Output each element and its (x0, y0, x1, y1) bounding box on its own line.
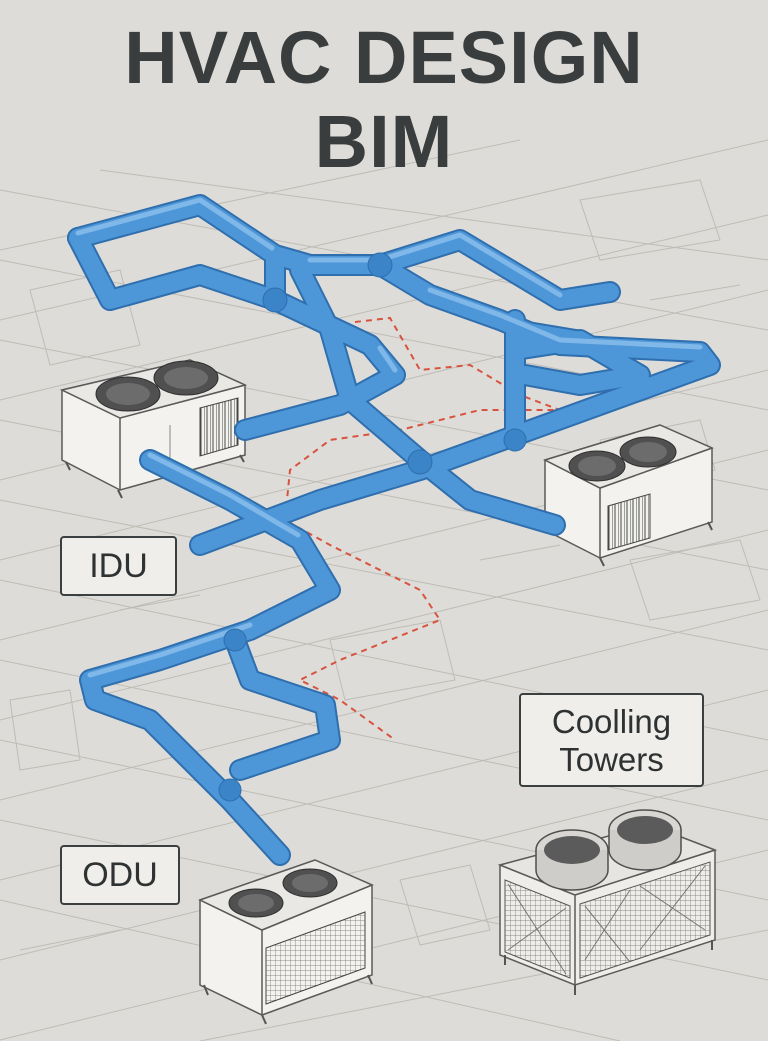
cooling-label-line-2: Towers (559, 741, 664, 778)
cooling-label-line-1: Coolling (551, 703, 672, 740)
odu-label: ODU (60, 845, 180, 905)
condenser-unit-icon (543, 424, 715, 567)
idu-label: IDU (60, 536, 177, 596)
refrigerant-pipe-network (67, 194, 721, 866)
page-title: HVAC DESIGN (124, 16, 644, 99)
condenser-unit-icon (59, 359, 248, 499)
cooling-towers-label: Coolling Towers (519, 693, 704, 787)
dashed-route (283, 316, 561, 741)
cooling-tower-icon (497, 809, 718, 995)
condenser-unit-icon (198, 859, 374, 1025)
page-subtitle: BIM (314, 100, 454, 183)
